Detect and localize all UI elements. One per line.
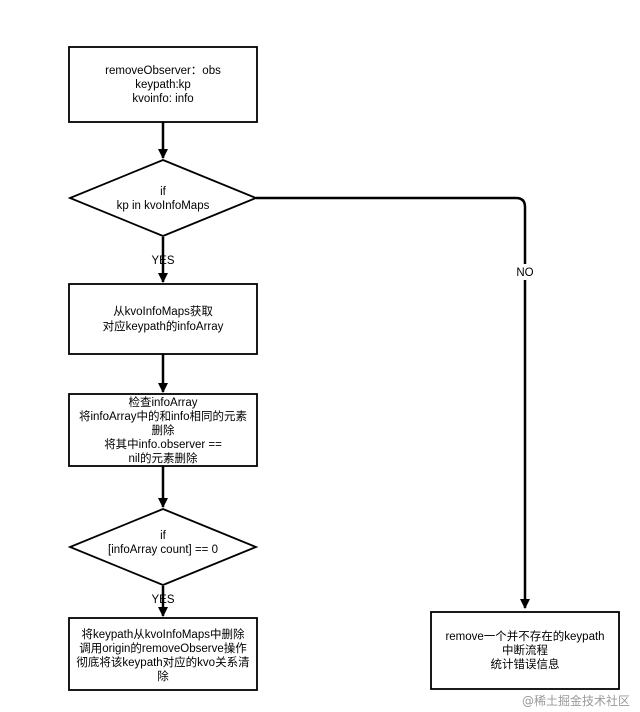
node-remove-observer-line-2: keypath:kp — [135, 79, 191, 91]
decision-kp-in-maps-diamond — [67, 159, 259, 237]
decision-kp-in-maps-line-2: kp in kvoInfoMaps — [117, 200, 210, 212]
node-check-info-array-line-3: 删除 — [152, 423, 175, 437]
node-get-info-array-line-2: 对应keypath的infoArray — [103, 319, 224, 333]
node-remove-keypath-line-3: 彻底将该keypath对应的kvo关系清 — [76, 655, 249, 669]
node-remove-keypath-line-1: 将keypath从kvoInfoMaps中删除 — [82, 627, 245, 641]
connectors — [158, 122, 530, 617]
node-check-info-array-line-2: 将infoArray中的和info相同的元素 — [79, 409, 247, 423]
node-remove-keypath: 将keypath从kvoInfoMaps中删除 调用origin的removeO… — [68, 617, 258, 691]
decision-kp-in-maps: if kp in kvoInfoMaps — [67, 159, 259, 237]
node-remove-observer-box — [68, 46, 258, 123]
node-error-line-3: 统计错误信息 — [491, 657, 560, 671]
node-check-info-array-line-5: nil的元素删除 — [128, 451, 198, 465]
node-check-info-array: 检查infoArray 将infoArray中的和info相同的元素 删除 将其… — [68, 393, 258, 467]
node-check-info-array-line-1: 检查infoArray — [128, 395, 197, 409]
yes-label-2: YES — [151, 594, 174, 606]
decision-count-zero-diamond — [67, 508, 259, 586]
node-remove-keypath-box — [68, 617, 258, 691]
connector-if-kp-no-to-error — [256, 196, 530, 609]
node-check-info-array-box — [68, 393, 258, 467]
no-label-bg — [512, 264, 538, 280]
node-error-line-2: 中断流程 — [502, 643, 548, 657]
node-remove-keypath-line-4: 除 — [157, 669, 169, 683]
node-get-info-array: 从kvoInfoMaps获取 对应keypath的infoArray — [68, 283, 258, 355]
node-error-line-1: remove一个并不存在的keypath — [445, 629, 604, 643]
no-label: NO — [516, 267, 533, 279]
decision-count-zero: if [infoArray count] == 0 — [67, 508, 259, 586]
node-remove-observer-line-3: kvoinfo: info — [132, 93, 193, 105]
node-get-info-array-line-1: 从kvoInfoMaps获取 — [113, 305, 213, 318]
node-check-info-array-line-4: 将其中info.observer == — [104, 438, 222, 451]
decision-kp-in-maps-line-1: if — [160, 186, 167, 198]
node-remove-observer-line-1: removeObserver：obs — [105, 65, 221, 77]
node-error: remove一个并不存在的keypath 中断流程 统计错误信息 — [430, 611, 620, 690]
node-get-info-array-box — [68, 283, 258, 355]
node-error-box — [430, 611, 620, 690]
decision-count-zero-line-2: [infoArray count] == 0 — [108, 544, 218, 556]
decision-count-zero-line-1: if — [160, 530, 167, 542]
node-remove-observer: removeObserver：obs keypath:kp kvoinfo: i… — [68, 46, 258, 123]
watermark: @稀土掘金技术社区 — [521, 694, 630, 708]
yes-label-1: YES — [151, 255, 174, 267]
node-remove-keypath-line-2: 调用origin的removeObserve操作 — [79, 641, 247, 655]
